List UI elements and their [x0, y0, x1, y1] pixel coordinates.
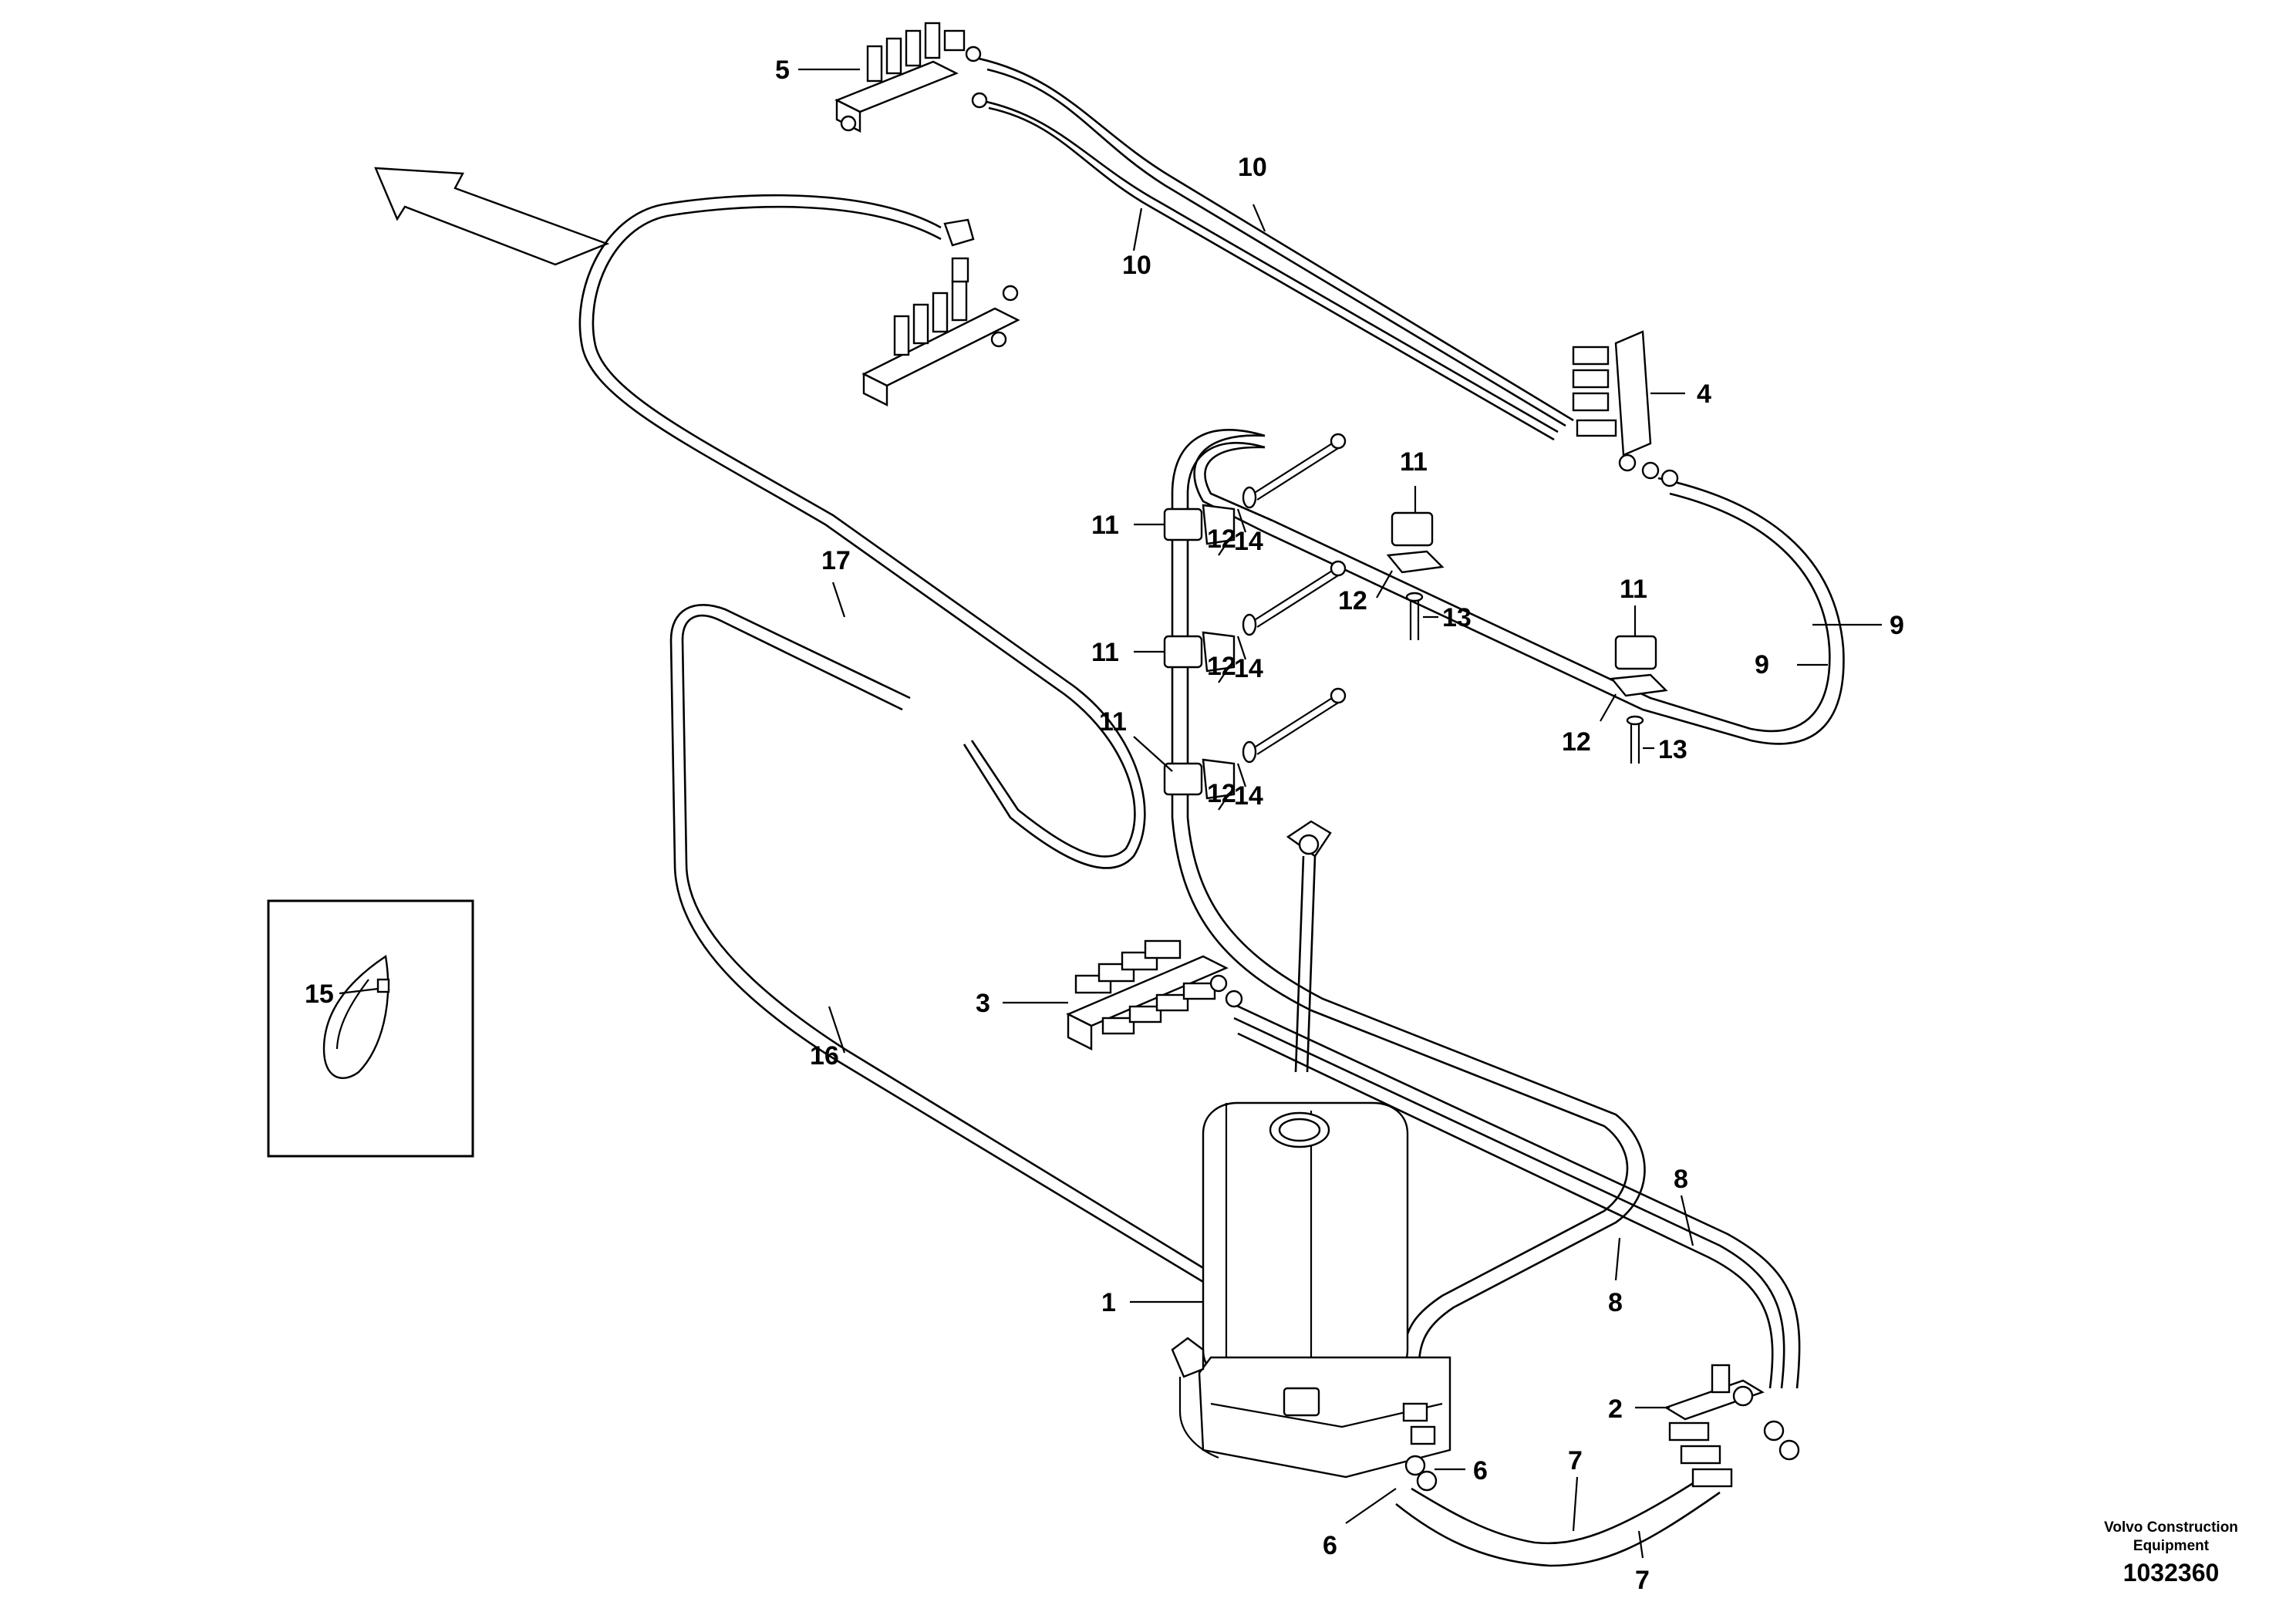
callout-6-b: 6 — [1323, 1531, 1337, 1560]
hose-9-loop — [1193, 434, 1845, 745]
pump-unit-1 — [1171, 1101, 1451, 1479]
callout-12-b: 12 — [1207, 652, 1236, 681]
hose-elbow-drop — [1294, 855, 1317, 1073]
callout-12-d: 12 — [1338, 586, 1367, 615]
callout-8-a: 8 — [1674, 1165, 1688, 1194]
leader-lines — [339, 68, 1882, 1559]
callout-9-a: 9 — [1890, 611, 1904, 640]
hose-8-pair — [1229, 1001, 1801, 1389]
bolt-14-a — [1253, 439, 1343, 501]
bracket-12-e — [1610, 673, 1668, 697]
callout-labels: 5 4 10 10 9 9 11 11 11 11 11 12 12 12 12… — [305, 56, 1904, 1595]
bracket-12-d — [1386, 550, 1445, 574]
callout-9-b: 9 — [1755, 650, 1769, 679]
callout-13-a: 13 — [1442, 603, 1472, 632]
manifold-3 — [1066, 939, 1243, 1050]
hose-17-loop — [578, 194, 1146, 869]
bolt-14-b — [1253, 566, 1343, 628]
bracket-12-b — [1202, 631, 1236, 673]
callout-17: 17 — [821, 546, 851, 575]
callout-15: 15 — [305, 980, 334, 1009]
direction-arrow-icon — [374, 167, 610, 266]
manifold-upper-middle — [861, 218, 1020, 406]
bracket-12-c — [1202, 758, 1236, 800]
callout-3: 3 — [976, 989, 990, 1018]
bolt-13-b — [1630, 723, 1640, 764]
elbow-fitting — [1286, 820, 1332, 858]
callout-10-b: 10 — [1122, 251, 1151, 280]
clamp-11-b — [1163, 635, 1203, 669]
footer-block: Volvo Construction Equipment 1032360 — [2104, 1519, 2238, 1587]
bolt-14-c — [1253, 693, 1343, 755]
clamp-11-a — [1163, 508, 1203, 541]
callout-14-a: 14 — [1234, 527, 1263, 556]
hose-16-loop — [669, 604, 1212, 1286]
fittings-6 — [1402, 1402, 1438, 1492]
callout-12-a: 12 — [1207, 524, 1236, 554]
callout-12-c: 12 — [1207, 779, 1236, 808]
callout-5: 5 — [775, 56, 790, 85]
clamp-11-e — [1614, 635, 1657, 670]
clamp-11-c — [1163, 762, 1203, 796]
callout-4: 4 — [1697, 379, 1711, 409]
company-name-line2: Equipment — [2133, 1538, 2210, 1554]
clamp-assemblies — [1163, 433, 1668, 800]
bolt-13-a — [1409, 600, 1420, 640]
callout-11-d: 11 — [1400, 447, 1428, 477]
hose-7-pair — [1395, 1479, 1721, 1567]
callout-7-b: 7 — [1635, 1566, 1650, 1595]
callout-14-b: 14 — [1234, 654, 1263, 683]
bracket-12-a — [1202, 504, 1236, 545]
callout-10-a: 10 — [1238, 153, 1267, 182]
callout-14-c: 14 — [1234, 781, 1263, 811]
manifold-5 — [834, 22, 988, 133]
callout-2: 2 — [1608, 1394, 1623, 1424]
callout-6-a: 6 — [1473, 1456, 1488, 1485]
callout-11-e: 11 — [1620, 575, 1647, 604]
clamp-11-d — [1391, 511, 1434, 547]
callout-11-b: 11 — [1091, 638, 1119, 667]
hose-vertical-bundle — [1171, 429, 1646, 1366]
callout-13-b: 13 — [1658, 735, 1687, 764]
callout-16: 16 — [810, 1041, 839, 1071]
cable-tie-icon — [322, 954, 390, 1079]
manifold-2 — [1664, 1364, 1800, 1488]
hose-10-pair — [975, 56, 1574, 441]
company-name-line1: Volvo Construction — [2104, 1519, 2238, 1536]
callout-8-b: 8 — [1608, 1288, 1623, 1317]
callout-7-a: 7 — [1568, 1446, 1583, 1475]
inset-box — [267, 899, 474, 1158]
manifold-4 — [1572, 330, 1679, 487]
callout-11-c: 11 — [1099, 707, 1127, 737]
callout-1: 1 — [1101, 1288, 1116, 1317]
drawing-number: 1032360 — [2123, 1559, 2220, 1587]
callout-11-a: 11 — [1091, 511, 1119, 540]
callout-12-e: 12 — [1562, 727, 1591, 757]
